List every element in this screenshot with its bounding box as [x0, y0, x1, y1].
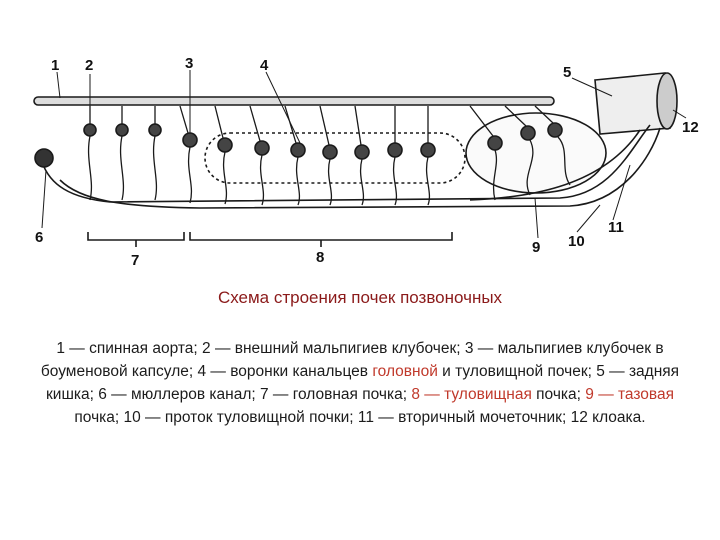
label-5: 5 — [563, 64, 571, 81]
label-10: 10 — [568, 233, 585, 250]
kidney-diagram: 1 2 3 4 5 6 7 8 9 10 11 12 — [33, 55, 699, 269]
trunk-kidney — [204, 132, 466, 184]
label-8: 8 — [316, 249, 324, 266]
label-11: 11 — [608, 219, 624, 236]
label-6: 6 — [35, 229, 43, 246]
mullerian-duct — [41, 124, 651, 203]
legend-part: 1 — спинная аорта; 2 — внешний мальпигие… — [40, 340, 664, 380]
secondary-ureter — [469, 129, 641, 201]
leader-lines — [41, 70, 687, 239]
legend-highlight-pelvic: 9 — тазовая — [585, 386, 674, 403]
tubules — [87, 105, 571, 206]
legend-highlight-trunk: 8 — туловищная — [411, 386, 532, 403]
nephric-duct — [59, 127, 661, 209]
number-labels: 1 2 3 4 5 6 7 8 9 10 11 12 — [35, 55, 699, 269]
caption-legend: 1 — спинная аорта; 2 — внешний мальпигие… — [30, 337, 690, 429]
caption-title: Схема строения почек позвоночных — [217, 288, 503, 307]
pelvic-kidney — [465, 112, 607, 194]
head-kidney-bracket — [87, 232, 185, 247]
label-1: 1 — [51, 57, 59, 74]
legend-part: почка; — [531, 386, 586, 403]
legend-highlight-head: головной — [372, 363, 438, 380]
label-4: 4 — [260, 57, 269, 74]
label-12: 12 — [682, 119, 699, 136]
label-9: 9 — [532, 239, 540, 256]
legend-part: почка; 10 — проток туловищной почки; 11 … — [74, 409, 646, 426]
dorsal-aorta — [33, 96, 555, 106]
label-3: 3 — [185, 55, 193, 72]
label-2: 2 — [85, 57, 93, 74]
legend-part: и туловищной почек; 5 — задняя кишка; 6 … — [46, 363, 680, 403]
label-7: 7 — [131, 252, 139, 269]
trunk-kidney-bracket — [189, 232, 453, 247]
